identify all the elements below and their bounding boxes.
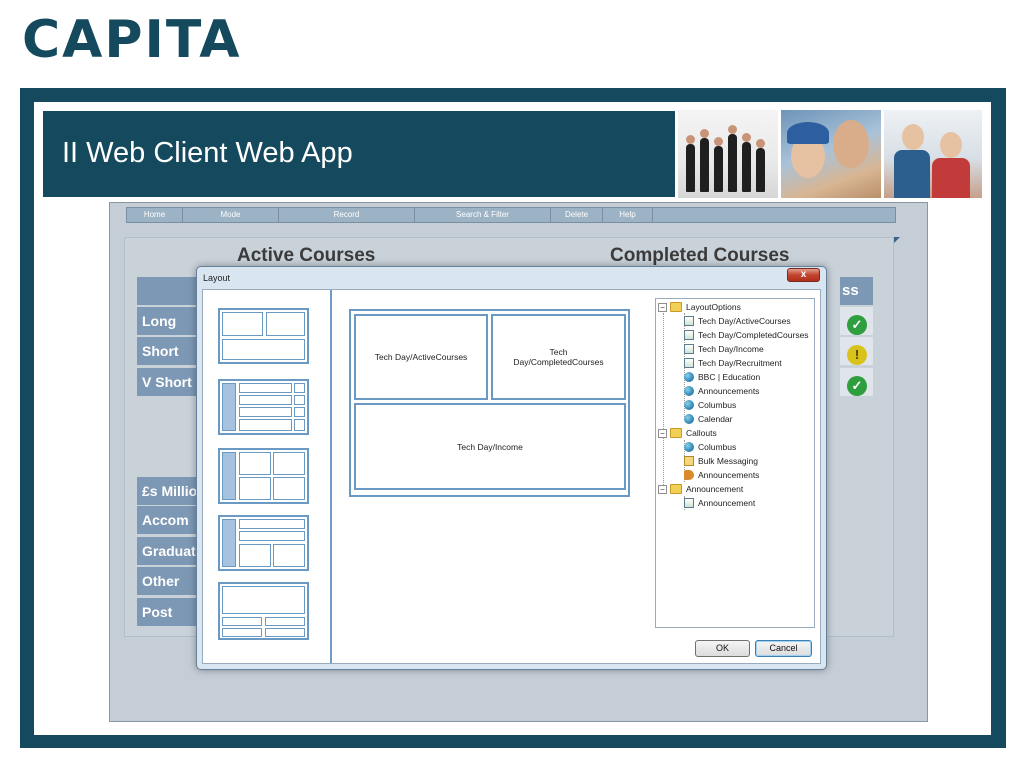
tree-item[interactable]: BBC | Education [684,370,760,384]
slide-title-bar [43,111,675,197]
tree-item-label: Tech Day/ActiveCourses [698,316,791,326]
row-accom: Accom [137,506,197,534]
check-icon: ✓ [847,315,867,335]
ok-button[interactable]: OK [695,640,750,657]
menu-home[interactable]: Home [127,208,183,222]
report-icon [684,316,694,326]
folder-icon [670,302,682,312]
tree-item[interactable]: Columbus [684,398,736,412]
row-post: Post [137,598,197,626]
check-icon: ✓ [847,376,867,396]
collapse-icon[interactable]: − [658,428,667,438]
close-button[interactable]: x [787,268,820,282]
tree-node-callouts[interactable]: − Callouts [658,426,717,440]
globe-icon [684,414,694,424]
warning-icon: ! [847,345,867,365]
globe-icon [684,400,694,410]
layout-template-header-grid[interactable] [218,582,309,640]
layout-preview: Tech Day/ActiveCourses Tech Day/Complete… [349,309,630,497]
layout-template-two-over-one[interactable] [218,308,309,364]
tree-item[interactable]: Tech Day/ActiveCourses [684,314,791,328]
pounds-millions-header: £s Millio [137,477,197,505]
preview-zone-top-right[interactable]: Tech Day/CompletedCourses [491,314,626,400]
app-menu-bar: Home Mode Record Search & Filter Delete … [126,207,896,223]
tree-item[interactable]: Announcement [684,496,755,510]
menu-record[interactable]: Record [279,208,415,222]
dialog-title: Layout [203,273,231,283]
tree-item[interactable]: Calendar [684,412,733,426]
tree-item-label: Columbus [698,400,737,410]
preview-zone-label: Tech Day/Income [457,441,523,452]
folder-icon [670,428,682,438]
report-icon [684,358,694,368]
preview-zone-label: Tech Day/CompletedCourses [513,347,604,367]
row-long: Long [137,307,197,335]
tree-item[interactable]: Bulk Messaging [684,454,758,468]
tree-item[interactable]: Announcements [684,468,759,482]
folder-icon [670,484,682,494]
tree-item[interactable]: Announcements [684,384,759,398]
tree-item-label: Announcements [698,470,760,480]
completed-courses-heading: Completed Courses [610,245,790,266]
success-percent-header: ss % [840,277,873,327]
slide-title: II Web Client Web App [62,137,353,169]
collapse-icon[interactable]: − [658,484,667,494]
table-header [137,277,197,305]
tree-item-label: Announcements [698,386,760,396]
dropdown-arrow-icon[interactable] [888,237,900,243]
tree-item[interactable]: Tech Day/Recruitment [684,356,782,370]
students-photo [884,110,982,198]
tree-item-label: Tech Day/Income [698,344,764,354]
layout-templates-column [203,290,332,663]
tree-item-label: Columbus [698,442,737,452]
tree-item-label: Bulk Messaging [698,456,759,466]
tree-item-label: BBC | Education [698,372,761,382]
report-icon [684,344,694,354]
tree-item-label: Calendar [698,414,733,424]
tree-item[interactable]: Tech Day/Income [684,342,764,356]
tree-item-label: Tech Day/CompletedCourses [698,330,809,340]
tree-node-layout-options[interactable]: − LayoutOptions [658,300,741,314]
globe-icon [684,372,694,382]
preview-zone-top-left[interactable]: Tech Day/ActiveCourses [354,314,488,400]
announcement-icon [684,470,694,480]
report-icon [684,330,694,340]
row-v-short: V Short [137,368,197,396]
tree-node-label: LayoutOptions [686,302,741,312]
globe-icon [684,442,694,452]
tree-node-label: Announcement [686,484,744,494]
row-short: Short [137,337,197,365]
menu-delete[interactable]: Delete [551,208,603,222]
layout-options-tree: − LayoutOptions Tech Day/ActiveCourses T… [655,298,815,628]
tree-node-label: Callouts [686,428,717,438]
menu-help[interactable]: Help [603,208,653,222]
preview-zone-bottom[interactable]: Tech Day/Income [354,403,626,490]
active-courses-heading: Active Courses [237,245,376,266]
menu-search-filter[interactable]: Search & Filter [415,208,551,222]
collapse-icon[interactable]: − [658,302,667,312]
row-graduate: Graduat [137,537,197,565]
globe-icon [684,386,694,396]
menu-mode[interactable]: Mode [183,208,279,222]
tree-item[interactable]: Tech Day/CompletedCourses [684,328,809,342]
layout-template-sidebar-grid[interactable] [218,448,309,504]
layout-template-sidebar-rows[interactable] [218,379,309,435]
tree-node-announcement[interactable]: − Announcement [658,482,743,496]
dialog-body: Tech Day/ActiveCourses Tech Day/Complete… [202,289,821,664]
layout-template-sidebar-mixed[interactable] [218,515,309,571]
cancel-button[interactable]: Cancel [755,640,812,657]
preview-zone-label: Tech Day/ActiveCourses [374,352,468,362]
row-other: Other [137,567,197,595]
tree-item-label: Announcement [698,498,756,508]
report-icon [684,498,694,508]
capita-logo: CAPITA [22,10,242,70]
tree-item[interactable]: Columbus [684,440,736,454]
smiling-people-photo [781,110,881,198]
layout-dialog: Layout x [196,266,827,670]
tree-item-label: Tech Day/Recruitment [698,358,782,368]
business-people-photo [678,110,778,198]
envelope-icon [684,456,694,466]
